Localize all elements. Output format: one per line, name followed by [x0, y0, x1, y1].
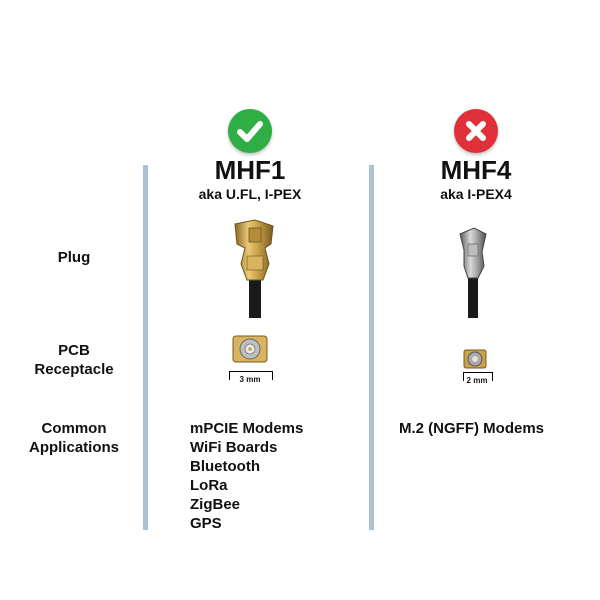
list-item: Bluetooth [190, 458, 260, 475]
list-item: mPCIE Modems [190, 420, 304, 437]
row-label-apps-line2: Applications [28, 439, 119, 456]
list-item: GPS [190, 515, 222, 532]
mhf4-applications-list: M.2 (NGFF) Modems [399, 419, 544, 438]
row-label-pcb-line1: PCB [58, 342, 90, 359]
row-label-pcb-receptacle: PCB Receptacle [9, 341, 139, 379]
mhf1-applications-list: mPCIE Modems WiFi Boards Bluetooth LoRa … [190, 419, 303, 533]
row-label-apps-line1: Common [41, 420, 107, 437]
check-circle-icon [228, 109, 272, 153]
mhf1-receptacle-size: 3 mm [239, 375, 261, 384]
list-item: M.2 (NGFF) Modems [399, 420, 544, 437]
row-label-plug: Plug [57, 249, 91, 266]
list-item: ZigBee [190, 496, 241, 513]
list-item: LoRa [190, 477, 228, 494]
x-circle-icon [454, 109, 498, 153]
mhf1-dimension-bracket [229, 371, 273, 380]
list-item: WiFi Boards [190, 439, 278, 456]
row-label-common-applications: Common Applications [9, 419, 139, 457]
column-divider-left [143, 165, 148, 530]
column-title-mhf4: MHF4 [440, 155, 512, 185]
mhf4-receptacle-image [462, 348, 488, 370]
column-divider-right [369, 165, 374, 530]
mhf4-dimension-bracket [463, 372, 493, 381]
row-label-pcb-line2: Receptacle [34, 361, 114, 378]
mhf4-plug-image [448, 222, 498, 318]
mhf4-receptacle-size: 2 mm [466, 376, 488, 385]
column-subtitle-mhf1: aka U.FL, I-PEX [198, 186, 302, 202]
mhf1-plug-image [225, 218, 285, 318]
column-subtitle-mhf4: aka I-PEX4 [440, 186, 512, 202]
mhf1-receptacle-image [230, 333, 270, 365]
column-title-mhf1: MHF1 [214, 155, 286, 185]
